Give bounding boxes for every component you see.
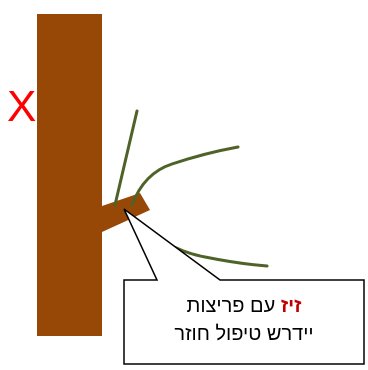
callout-line-1-rest: עם פריצות: [187, 295, 281, 317]
tree-trunk: [37, 14, 102, 336]
sprouts-group: [115, 111, 267, 266]
sprout-upper: [115, 111, 137, 205]
callout-line-2: יידרש טיפול חוזר: [124, 320, 364, 348]
callout-line-1: זיז עם פריצות: [124, 292, 364, 320]
callout-text: זיז עם פריצות יידרש טיפול חוזר: [124, 292, 364, 348]
cut-mark: X: [7, 82, 36, 131]
sprout-middle: [132, 147, 238, 205]
callout-highlight: זיז: [281, 295, 302, 317]
